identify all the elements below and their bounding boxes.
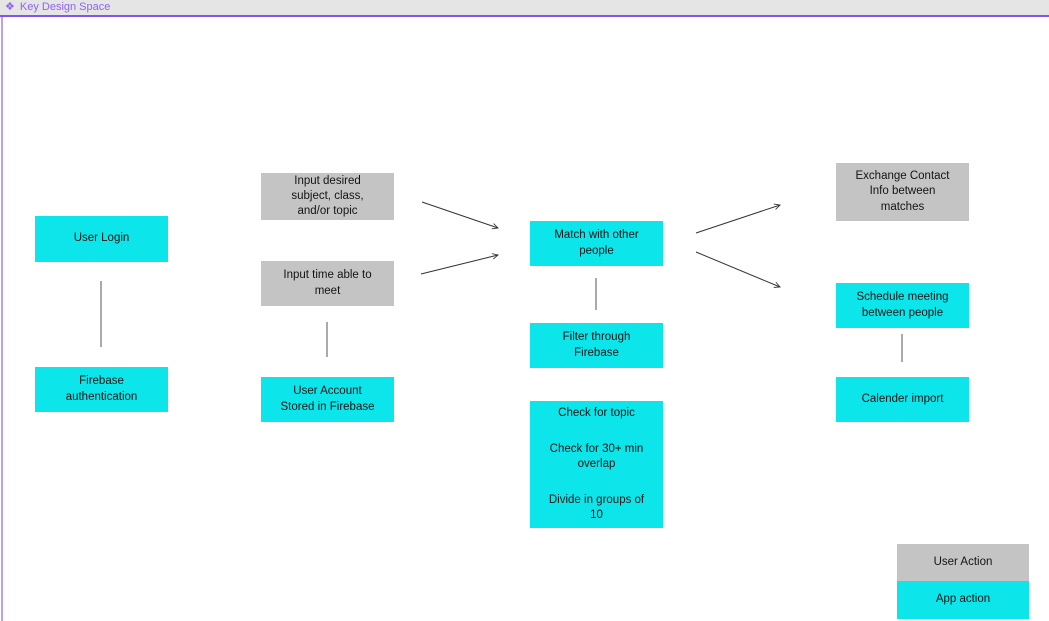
node-exchange-contact-info[interactable]: Exchange Contact Info between matches <box>836 163 969 221</box>
node-user-account-stored[interactable]: User Account Stored in Firebase <box>261 377 394 422</box>
legend-app-action[interactable]: App action <box>897 581 1029 619</box>
node-firebase-authentication[interactable]: Firebase authentication <box>35 367 168 412</box>
node-calender-import[interactable]: Calender import <box>836 377 969 422</box>
legend-user-action[interactable]: User Action <box>897 544 1029 581</box>
arrow-match-to-exchange <box>695 203 781 234</box>
node-matching-checks[interactable]: Check for topic Check for 30+ min overla… <box>530 401 663 528</box>
arrow-subject-to-match <box>421 201 499 230</box>
node-filter-through-firebase[interactable]: Filter through Firebase <box>530 323 663 368</box>
frame-title[interactable]: ❖ Key Design Space <box>5 1 110 13</box>
arrow-time-to-match <box>420 253 499 275</box>
node-schedule-meeting[interactable]: Schedule meeting between people <box>836 283 969 328</box>
frame-border-top <box>0 15 1049 17</box>
canvas-background-strip <box>0 0 1049 15</box>
frame-diamond-icon: ❖ <box>5 0 15 13</box>
check-line-overlap: Check for 30+ min overlap <box>549 442 644 470</box>
node-user-login[interactable]: User Login <box>35 216 168 262</box>
frame-border-left <box>1 17 3 621</box>
check-line-topic: Check for topic <box>558 406 635 419</box>
node-input-time-able-to-meet[interactable]: Input time able to meet <box>261 261 394 306</box>
frame-title-label: Key Design Space <box>19 1 111 13</box>
node-match-with-other-people[interactable]: Match with other people <box>530 221 663 266</box>
check-line-groups: Divide in groups of 10 <box>548 494 645 522</box>
arrow-match-to-schedule <box>695 251 781 288</box>
node-input-desired-subject[interactable]: Input desired subject, class, and/or top… <box>261 173 394 220</box>
